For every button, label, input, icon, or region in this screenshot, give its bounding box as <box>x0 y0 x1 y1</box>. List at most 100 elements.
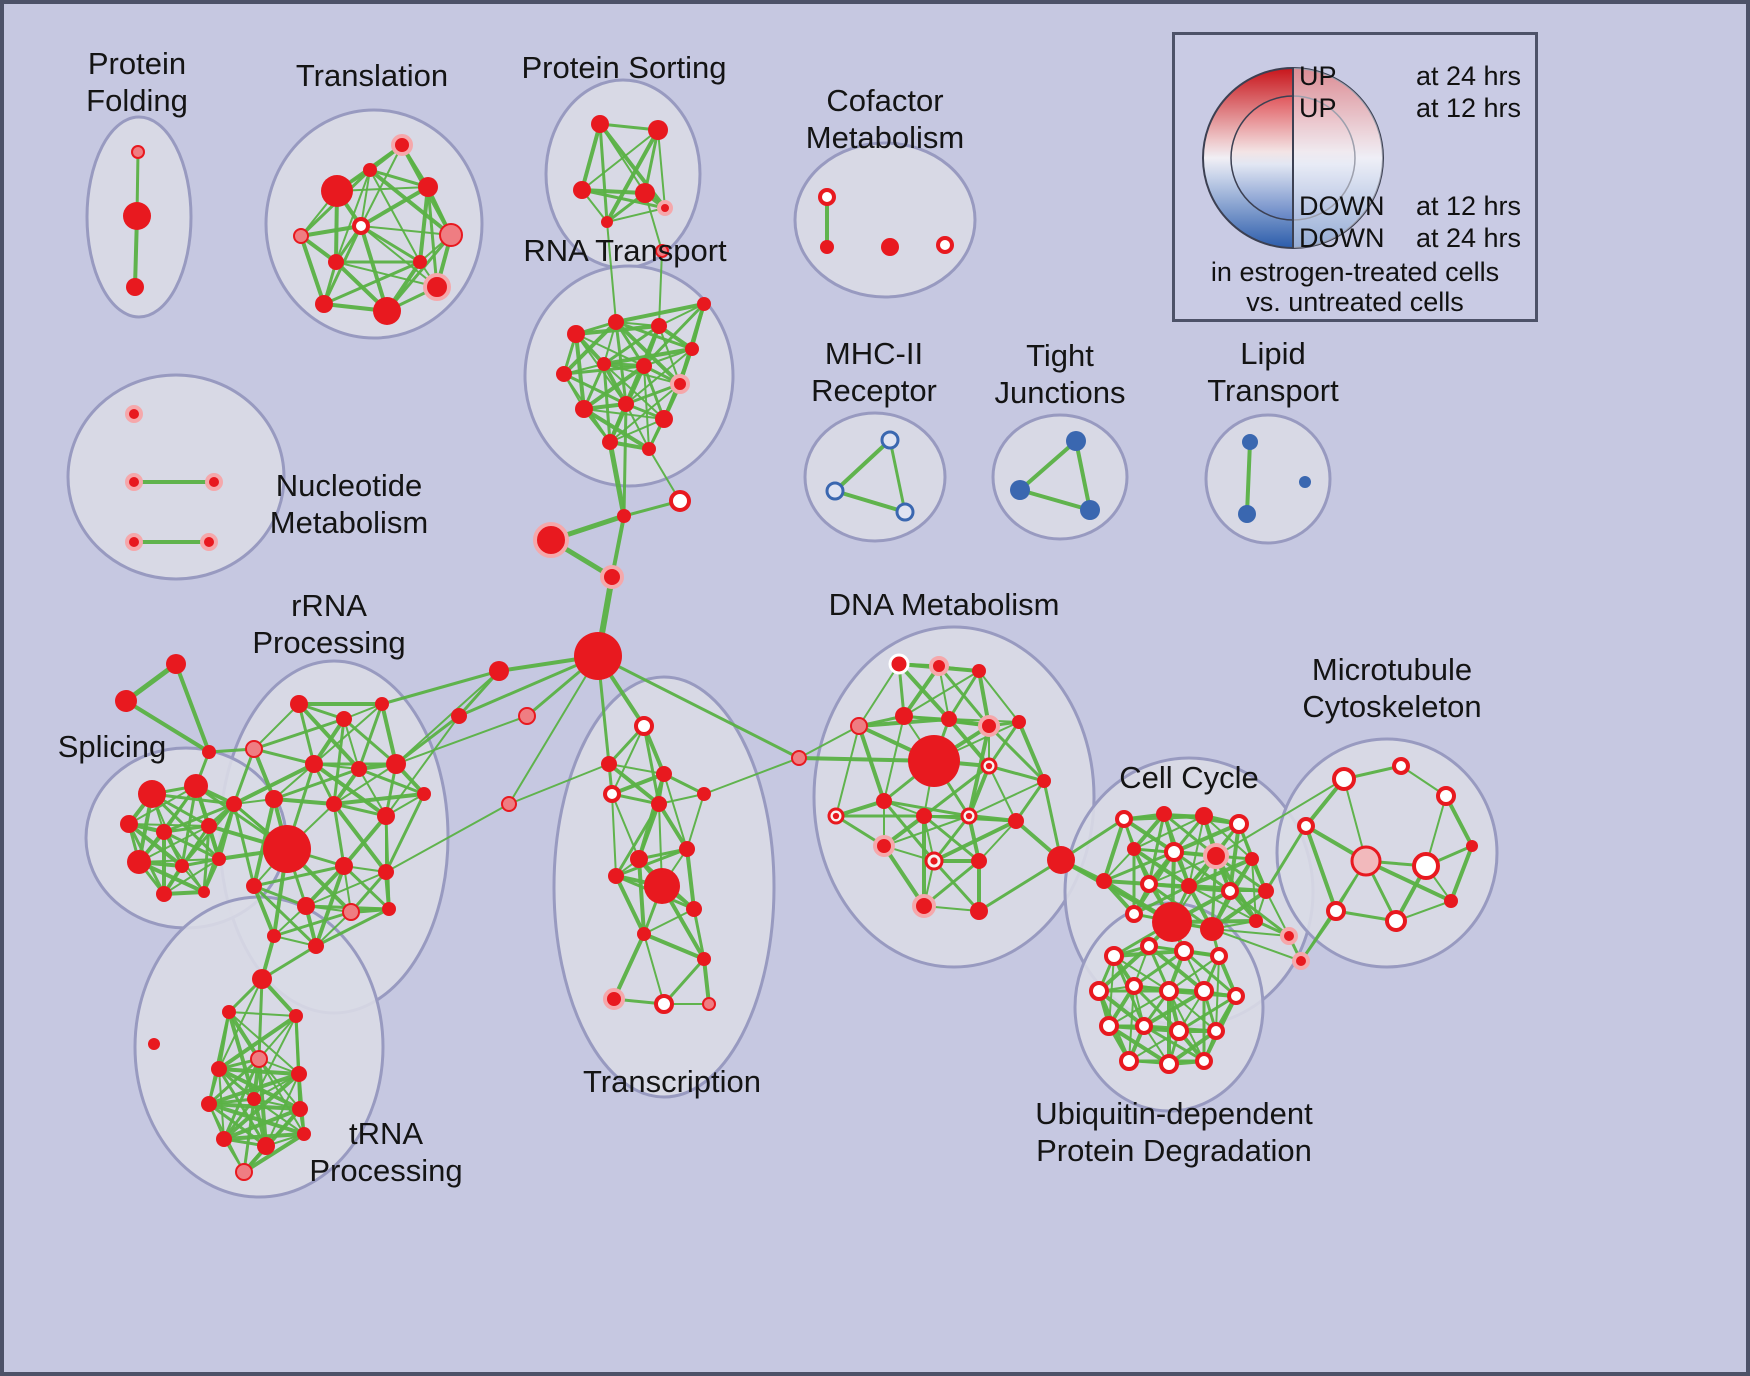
gene-node-rnaTransport-10[interactable] <box>655 410 673 428</box>
gene-node-cellcycle-9[interactable] <box>1140 875 1158 893</box>
gene-node-transcription-0[interactable] <box>634 716 654 736</box>
gene-node-cellcycle-3[interactable] <box>1229 814 1249 834</box>
gene-node-nucleotide-2[interactable] <box>205 473 223 491</box>
gene-node-microtubule-2[interactable] <box>1436 786 1456 806</box>
gene-node-ubiquitin-6[interactable] <box>1159 981 1179 1001</box>
gene-node-splicing-2[interactable] <box>120 815 138 833</box>
gene-node-bridge-4[interactable] <box>791 750 807 766</box>
gene-node-dna-5[interactable] <box>941 711 957 727</box>
gene-node-translation-1[interactable] <box>391 134 413 156</box>
gene-node-rrna-12[interactable] <box>263 825 311 873</box>
gene-node-bridge-1[interactable] <box>451 708 467 724</box>
gene-node-cofactor-0[interactable] <box>818 188 836 206</box>
gene-node-dna-3[interactable] <box>850 717 868 735</box>
gene-node-trnaLone-0[interactable] <box>148 1038 160 1050</box>
gene-node-translation-2[interactable] <box>352 217 370 235</box>
gene-node-splicingTriangle-2[interactable] <box>202 745 216 759</box>
gene-node-ccBridge-0[interactable] <box>1047 846 1075 874</box>
gene-node-cellcycle-14[interactable] <box>1249 914 1263 928</box>
gene-node-rrna-6[interactable] <box>386 754 406 774</box>
gene-node-microtubule-9[interactable] <box>1466 840 1478 852</box>
gene-node-translation-7[interactable] <box>423 273 451 301</box>
gene-node-rrna-10[interactable] <box>377 807 395 825</box>
gene-node-trna-6[interactable] <box>201 1096 217 1112</box>
gene-node-mhc-1[interactable] <box>825 481 845 501</box>
gene-node-cellcycle-5[interactable] <box>1164 842 1184 862</box>
gene-node-rrna-11[interactable] <box>417 787 431 801</box>
gene-node-bridge-3[interactable] <box>501 796 517 812</box>
gene-node-transcription-8[interactable] <box>644 868 680 904</box>
gene-node-rnaTransport-0[interactable] <box>567 325 585 343</box>
gene-node-dna-7[interactable] <box>1012 715 1026 729</box>
gene-node-cellcycle-13[interactable] <box>1200 917 1224 941</box>
gene-node-rnaTransport-7[interactable] <box>670 374 690 394</box>
gene-node-chain-0[interactable] <box>669 490 691 512</box>
gene-node-splicingTriangle-0[interactable] <box>166 654 186 674</box>
gene-node-transcription-14[interactable] <box>702 997 716 1011</box>
gene-node-trna-2[interactable] <box>289 1009 303 1023</box>
gene-node-proteinSorting-4[interactable] <box>601 216 613 228</box>
gene-node-ubiquitin-0[interactable] <box>1104 946 1124 966</box>
gene-node-nucleotide-3[interactable] <box>125 533 143 551</box>
gene-node-rnaTransport-3[interactable] <box>685 342 699 356</box>
gene-node-trna-1[interactable] <box>222 1005 236 1019</box>
gene-node-cellcycle-10[interactable] <box>1181 878 1197 894</box>
gene-node-rrna-13[interactable] <box>335 857 353 875</box>
gene-node-proteinSorting-1[interactable] <box>648 120 668 140</box>
gene-node-translation-3[interactable] <box>418 177 438 197</box>
gene-node-ubiquitin-1[interactable] <box>1140 937 1158 955</box>
gene-node-dna-18[interactable] <box>971 853 987 869</box>
gene-node-mhc-0[interactable] <box>880 430 900 450</box>
gene-node-nucleotide-1[interactable] <box>125 473 143 491</box>
gene-node-transcription-2[interactable] <box>656 766 672 782</box>
gene-node-ubiquitin-9[interactable] <box>1099 1016 1119 1036</box>
gene-node-cofactor-3[interactable] <box>936 236 954 254</box>
gene-node-ubiquitin-15[interactable] <box>1195 1052 1213 1070</box>
gene-node-rnaTransport-4[interactable] <box>556 366 572 382</box>
gene-node-translation-5[interactable] <box>328 254 344 270</box>
gene-node-microtubule-4[interactable] <box>1412 852 1440 880</box>
gene-node-tight-2[interactable] <box>1080 500 1100 520</box>
gene-node-translation-0[interactable] <box>321 175 353 207</box>
gene-node-trna-3[interactable] <box>211 1061 227 1077</box>
gene-node-ubiquitin-10[interactable] <box>1135 1017 1153 1035</box>
gene-node-rnaTransport-6[interactable] <box>636 358 652 374</box>
gene-node-trna-11[interactable] <box>297 1127 311 1141</box>
gene-node-dna-2[interactable] <box>972 664 986 678</box>
gene-node-ubiquitin-12[interactable] <box>1207 1022 1225 1040</box>
gene-node-splicing-6[interactable] <box>175 859 189 873</box>
gene-node-rnaTransport-13[interactable] <box>697 297 711 311</box>
gene-node-cellcycle-17[interactable] <box>1280 927 1298 945</box>
gene-node-cellcycle-16[interactable] <box>1258 883 1274 899</box>
gene-node-cellcycle-12[interactable] <box>1152 902 1192 942</box>
gene-node-transcription-4[interactable] <box>651 796 667 812</box>
gene-node-transcription-5[interactable] <box>697 787 711 801</box>
gene-node-ubiquitin-8[interactable] <box>1227 987 1245 1005</box>
gene-node-ubiquitin-4[interactable] <box>1089 981 1109 1001</box>
gene-node-splicing-8[interactable] <box>156 886 172 902</box>
gene-node-dna-15[interactable] <box>1008 813 1024 829</box>
gene-node-transcription-13[interactable] <box>654 994 674 1014</box>
gene-node-ubiquitin-13[interactable] <box>1119 1051 1139 1071</box>
gene-node-transcription-3[interactable] <box>603 785 621 803</box>
gene-node-proteinSorting-2[interactable] <box>573 181 591 199</box>
gene-node-rrna-20[interactable] <box>267 929 281 943</box>
gene-node-proteinFolding-0[interactable] <box>131 145 145 159</box>
gene-node-dna-13[interactable] <box>916 808 932 824</box>
gene-node-cellcycle-7[interactable] <box>1245 852 1259 866</box>
gene-node-proteinSorting-3[interactable] <box>635 183 655 203</box>
gene-node-transcription-15[interactable] <box>697 952 711 966</box>
gene-node-cofactor-2[interactable] <box>881 238 899 256</box>
gene-node-lipid-2[interactable] <box>1299 476 1311 488</box>
gene-node-rrna-17[interactable] <box>342 903 360 921</box>
gene-node-proteinFolding-2[interactable] <box>126 278 144 296</box>
gene-node-trna-7[interactable] <box>247 1092 261 1106</box>
gene-node-microtubule-0[interactable] <box>1332 767 1356 791</box>
gene-node-rnaTransport-11[interactable] <box>602 434 618 450</box>
gene-node-nucleotide-0[interactable] <box>125 405 143 423</box>
gene-node-transcription-10[interactable] <box>686 901 702 917</box>
gene-node-trna-10[interactable] <box>257 1137 275 1155</box>
gene-node-cellcycle-1[interactable] <box>1156 806 1172 822</box>
gene-node-trna-9[interactable] <box>216 1131 232 1147</box>
gene-node-rrna-4[interactable] <box>305 755 323 773</box>
